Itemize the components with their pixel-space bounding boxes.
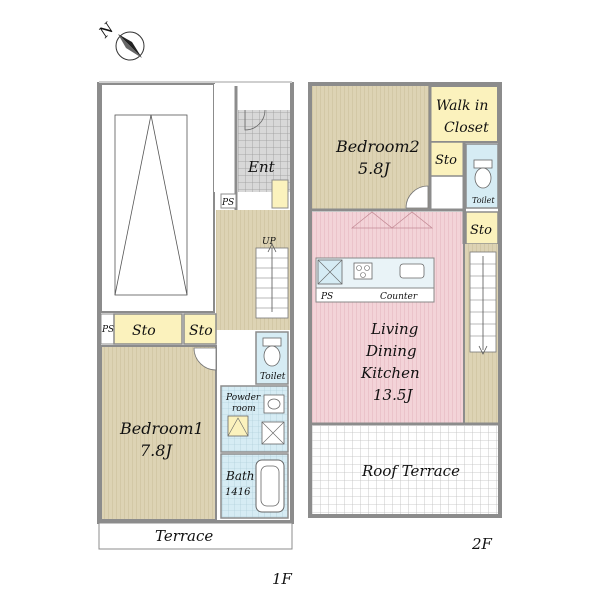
walkin-closet-label-1: Walk in xyxy=(436,98,488,114)
upper-cabinet-outline xyxy=(350,211,394,229)
bedroom1-name: Bedroom1 xyxy=(119,419,204,438)
storage-1f-b xyxy=(183,313,217,345)
entrance-door-swing xyxy=(244,109,266,131)
compass-ring xyxy=(115,31,145,61)
stove-icon xyxy=(353,262,373,280)
floor1-plan: Ent PS UP PS Sto Sto Bedroom1 7.8J xyxy=(97,81,294,588)
toilet-1f-label: Toilet xyxy=(260,372,286,382)
void-area xyxy=(100,83,215,313)
storage-2f-a-label: Sto xyxy=(435,153,457,168)
ps-shaft-1f xyxy=(220,193,237,209)
washer-icon xyxy=(227,415,249,437)
bedroom2-name: Bedroom2 xyxy=(335,137,420,156)
ldk-floor xyxy=(312,212,464,424)
kitchen-sink-icon xyxy=(399,263,425,279)
bedroom1-door-swing xyxy=(193,347,217,371)
kitchen-counter xyxy=(315,257,435,289)
roof-terrace xyxy=(312,426,498,514)
storage-1f-a-label: Sto xyxy=(132,323,156,339)
sink-icon xyxy=(263,394,285,414)
ps-label-1f: PS xyxy=(221,198,234,208)
ps-left-label: PS xyxy=(101,325,114,335)
terrace-1f xyxy=(98,522,293,550)
storage-1f-b-label: Sto xyxy=(189,323,213,339)
bedroom1-floor xyxy=(100,345,217,521)
counter-label: Counter xyxy=(380,292,418,302)
storage-2f-a xyxy=(429,141,465,177)
stairs-2f xyxy=(469,251,497,355)
toilet-2f-icon xyxy=(474,167,492,189)
entrance-floor xyxy=(238,110,290,192)
ldk-size: 13.5J xyxy=(373,386,413,404)
bathtub-icon xyxy=(255,459,285,513)
toilet-1f-icon xyxy=(263,345,281,367)
floor2-plan: Bedroom2 5.8J Walk in Closet Sto PS Toil… xyxy=(308,82,502,553)
compass: N xyxy=(95,19,145,61)
counter-bar xyxy=(315,287,435,303)
storage-2f-b xyxy=(465,211,499,245)
stairs-1f xyxy=(255,243,289,319)
terrace-1f-label: Terrace xyxy=(155,527,213,545)
ps-counter-label: PS xyxy=(320,292,333,302)
storage-2f-b-label: Sto xyxy=(470,223,492,238)
toilet-2f-label: Toilet xyxy=(472,196,495,205)
up-arrow-label: UP xyxy=(262,237,277,247)
bedroom2-door-swing xyxy=(405,185,429,209)
storage-1f-a xyxy=(113,313,183,345)
bedroom1-size: 7.8J xyxy=(140,441,173,460)
roof-terrace-label: Roof Terrace xyxy=(361,462,460,480)
ldk-label-3: Kitchen xyxy=(360,364,420,382)
bath-size: 1416 xyxy=(225,487,251,498)
compass-label: N xyxy=(95,19,118,42)
ldk-label-1: Living xyxy=(370,320,418,338)
shoe-storage xyxy=(271,179,289,209)
ldk-label-2: Dining xyxy=(365,342,417,360)
powder-room-label-2: room xyxy=(232,404,256,414)
bedroom2-size: 5.8J xyxy=(358,159,391,178)
powder-room-label-1: Powder xyxy=(225,393,261,403)
bedroom2-floor xyxy=(312,86,430,210)
floor1-label: 1F xyxy=(272,570,293,588)
entrance-label: Ent xyxy=(247,158,276,176)
floor2-label: 2F xyxy=(471,535,493,553)
bath-label: Bath xyxy=(225,469,255,483)
walkin-closet-label-2: Closet xyxy=(444,120,489,136)
